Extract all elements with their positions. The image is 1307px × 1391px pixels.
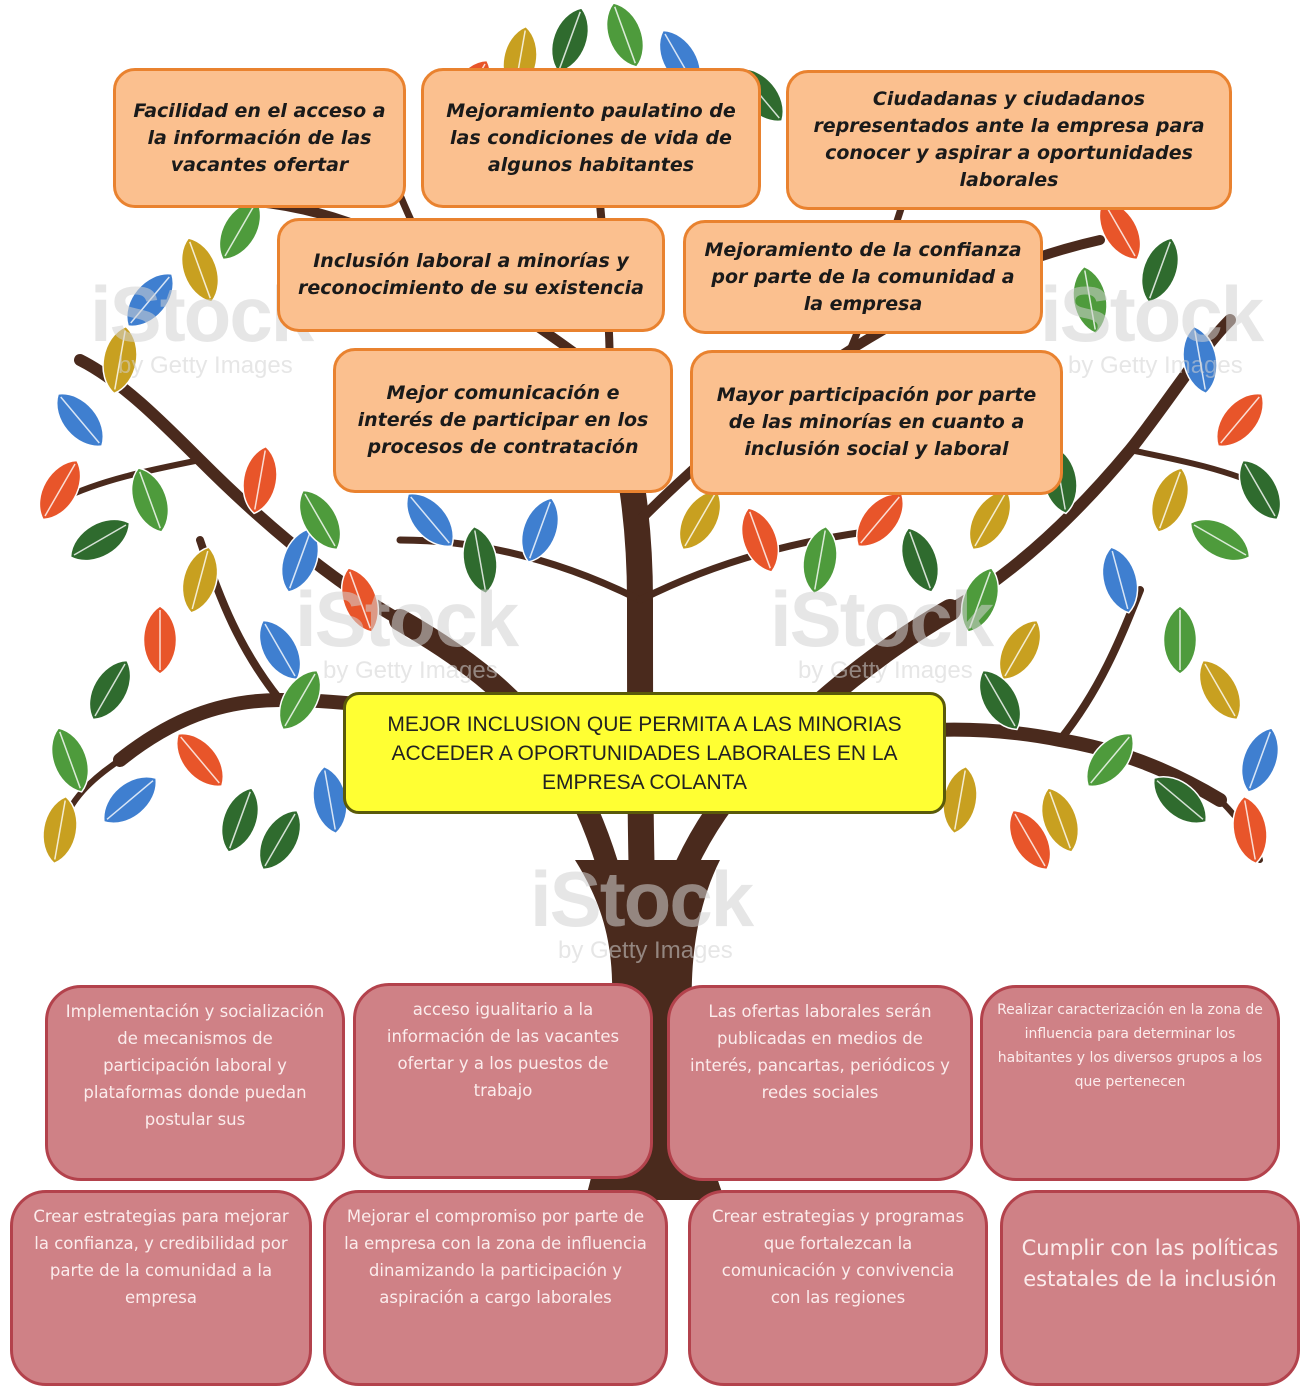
means-box: Crear estrategias y programas que fortal…	[688, 1190, 988, 1386]
effect-box: Ciudadanas y ciudadanos representados an…	[786, 70, 1232, 210]
tree-leaves	[38, 2, 1282, 871]
leaf-vein	[264, 623, 296, 677]
leaf-vein	[59, 731, 81, 789]
leaf-vein	[1156, 780, 1204, 820]
leaf-vein	[909, 531, 931, 589]
leaf-vein	[474, 530, 486, 590]
means-box: Realizar caracterización en la zona de i…	[980, 985, 1280, 1181]
leaf-vein	[189, 241, 211, 299]
leaf-vein	[229, 791, 251, 849]
leaf-vein	[349, 571, 371, 629]
means-box: Las ofertas laborales serán publicadas e…	[667, 985, 973, 1181]
effect-box: Mejoramiento de la confianza por parte d…	[683, 220, 1043, 334]
leaf-vein	[264, 813, 296, 867]
leaf-vein	[1084, 270, 1096, 330]
leaf-vein	[289, 531, 311, 589]
leaf-vein	[954, 770, 966, 830]
leaf-vein	[224, 203, 256, 257]
leaf-vein	[1204, 663, 1236, 717]
leaf-vein	[114, 330, 126, 390]
leaf-vein	[106, 780, 154, 820]
leaf-vein	[60, 396, 100, 444]
leaf-vein	[284, 673, 316, 727]
leaf-vein	[684, 493, 716, 547]
leaf-vein	[1193, 524, 1247, 556]
leaf-vein	[1220, 396, 1260, 444]
leaf-vein	[191, 550, 209, 610]
leaf-vein	[94, 663, 126, 717]
leaf-vein	[974, 493, 1006, 547]
leaf-vein	[139, 471, 161, 529]
leaf-vein	[44, 463, 76, 517]
means-box: Cumplir con las políticas estatales de l…	[1000, 1190, 1300, 1386]
leaf-vein	[410, 496, 450, 544]
means-box: Mejorar el compromiso por parte de la em…	[323, 1190, 668, 1386]
leaf-vein	[1111, 550, 1129, 610]
effect-box: Mejoramiento paulatino de las condicione…	[421, 68, 761, 208]
leaf-vein	[1049, 791, 1071, 849]
leaf-vein	[180, 736, 220, 784]
means-box: Crear estrategias para mejorar la confia…	[10, 1190, 312, 1386]
leaf-vein	[814, 530, 826, 590]
leaf-vein	[254, 450, 266, 510]
leaf-vein	[1244, 800, 1256, 860]
effect-box: Mejor comunicación e interés de particip…	[333, 348, 673, 493]
leaf-vein	[1090, 736, 1130, 784]
leaf-vein	[860, 496, 900, 544]
leaf-vein	[614, 6, 636, 64]
leaf-vein	[1159, 471, 1181, 529]
means-box: Implementación y socialización de mecani…	[45, 985, 345, 1181]
effect-box: Inclusión laboral a minorías y reconocim…	[277, 218, 665, 332]
leaf-vein	[1014, 813, 1046, 867]
leaf-vein	[130, 276, 170, 324]
leaf-vein	[324, 770, 336, 830]
leaf-vein	[54, 800, 66, 860]
leaf-vein	[1004, 623, 1036, 677]
leaf-vein	[1104, 203, 1136, 257]
effect-box: Mayor participación por parte de las min…	[690, 350, 1063, 495]
effect-box: Facilidad en el acceso a la información …	[113, 68, 406, 208]
means-box: acceso igualitario a la información de l…	[353, 983, 653, 1179]
leaf-vein	[73, 524, 127, 556]
leaf-vein	[304, 493, 336, 547]
central-objective: MEJOR INCLUSION QUE PERMITA A LAS MINORI…	[343, 692, 946, 814]
leaf-vein	[984, 673, 1016, 727]
leaf-vein	[529, 501, 551, 559]
leaf-vein	[559, 11, 581, 69]
leaf-vein	[749, 511, 771, 569]
leaf-vein	[1149, 241, 1171, 299]
leaf-vein	[1244, 463, 1276, 517]
leaf-vein	[1249, 731, 1271, 789]
leaf-vein	[1194, 330, 1206, 390]
leaf-vein	[969, 571, 991, 629]
